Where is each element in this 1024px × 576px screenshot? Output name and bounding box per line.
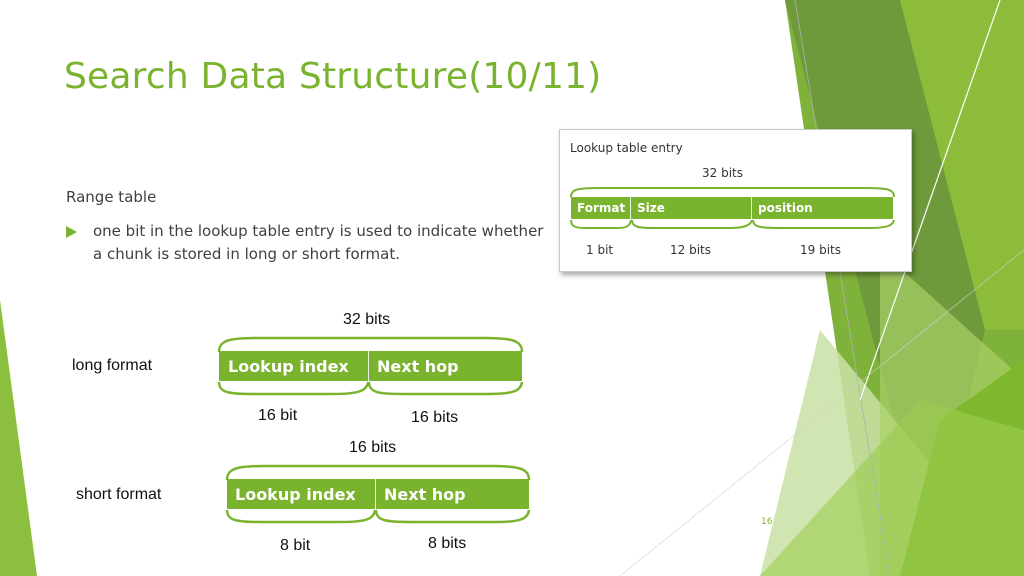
field-position: position: [758, 201, 813, 215]
long-bottom-braces: [217, 381, 524, 396]
short-bottom-braces: [225, 509, 531, 524]
inset-bottom-braces: [570, 219, 895, 229]
long-index-width: 16 bit: [258, 407, 298, 424]
short-next-hop: Next hop: [384, 484, 466, 504]
short-lookup-index: Lookup index: [227, 479, 376, 509]
long-next-hop: Next hop: [377, 356, 459, 376]
width-position: 19 bits: [800, 243, 841, 257]
inset-top-brace: [570, 187, 895, 198]
long-lookup-index: Lookup index: [219, 351, 369, 381]
long-top-brace: [217, 336, 524, 353]
inset-title: Lookup table entry: [570, 141, 683, 155]
slide-title: Search Data Structure(10/11): [64, 56, 602, 97]
short-format-label: short format: [76, 486, 162, 503]
lookup-entry-figure: Lookup table entry 32 bits Format Size p…: [559, 129, 912, 272]
slide-number: 16: [761, 517, 773, 527]
bullet-text: one bit in the lookup table entry is use…: [93, 222, 544, 263]
long-format-label: long format: [72, 357, 153, 374]
inset-field-bar: Format Size position: [571, 197, 893, 219]
short-index-width: 8 bit: [280, 537, 311, 554]
long-total-label: 32 bits: [343, 311, 391, 328]
field-format: Format: [571, 197, 631, 219]
bullet-arrow-icon: [66, 226, 77, 238]
short-hop-width: 8 bits: [428, 535, 467, 552]
long-hop-width: 16 bits: [411, 409, 459, 426]
inset-total-label: 32 bits: [702, 166, 743, 180]
subheading: Range table: [66, 188, 157, 206]
long-format-bar: Lookup index Next hop: [219, 351, 522, 381]
width-size: 12 bits: [670, 243, 711, 257]
short-top-brace: [225, 464, 531, 481]
short-format-bar: Lookup index Next hop: [227, 479, 529, 509]
field-size: Size: [631, 197, 752, 219]
width-format: 1 bit: [586, 243, 614, 257]
short-total-label: 16 bits: [349, 439, 397, 456]
